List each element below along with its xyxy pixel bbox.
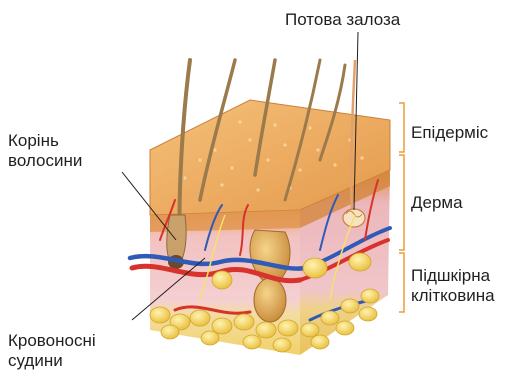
label-dermis: Дерма (411, 193, 463, 213)
label-blood-vessels: Кровоносні судини (8, 331, 96, 371)
bracket-epidermis (399, 103, 404, 152)
label-sweat-gland: Потова залоза (285, 10, 400, 30)
bracket-subcutaneous (399, 253, 404, 312)
layer-brackets (399, 103, 404, 312)
label-hair-root: Корінь волосини (8, 131, 82, 171)
bracket-dermis (399, 155, 404, 250)
label-subcutaneous: Підшкірна клітковина (411, 266, 495, 306)
label-epidermis: Епідерміс (411, 123, 488, 143)
